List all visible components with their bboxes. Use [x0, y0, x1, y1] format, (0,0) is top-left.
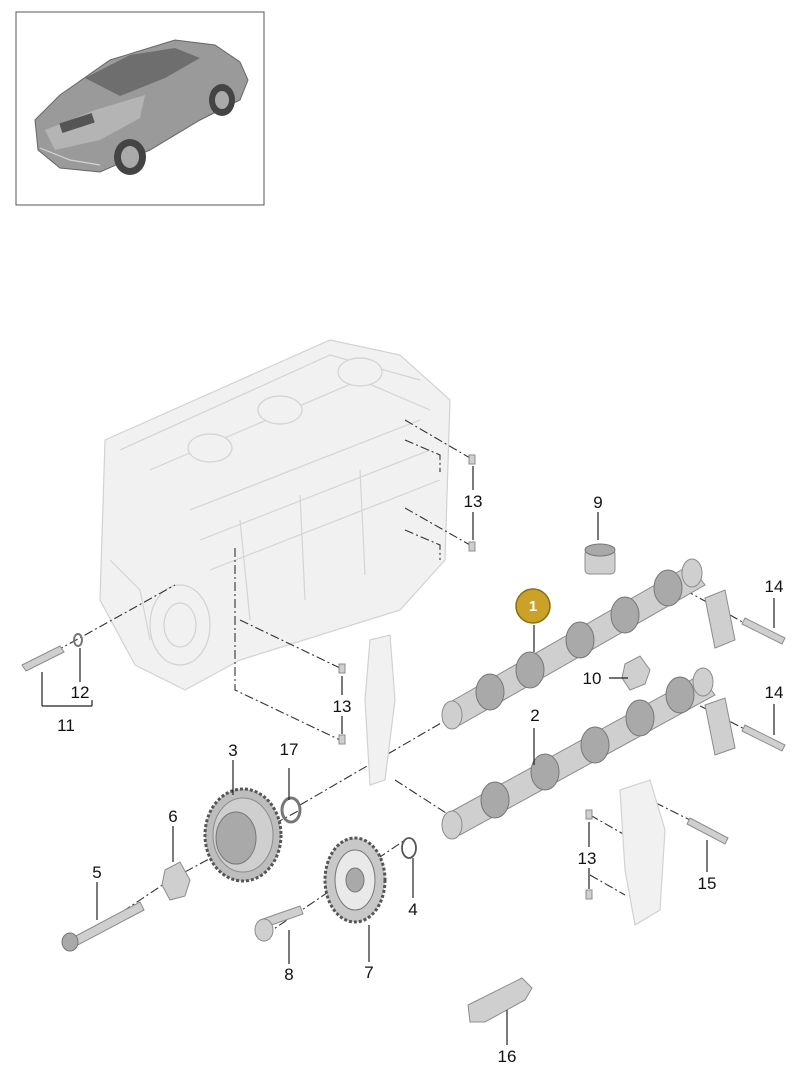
bearing-cap-14-upper[interactable] [704, 589, 736, 649]
callout-12[interactable]: 12 [71, 683, 90, 702]
tappet-9[interactable] [584, 543, 616, 575]
camshaft-adjuster-3[interactable] [203, 787, 283, 883]
callout-13-middle[interactable]: 13 [333, 697, 352, 716]
callout-8[interactable]: 8 [284, 965, 293, 984]
camshaft-1[interactable] [441, 558, 706, 730]
bolt-14-lower[interactable] [741, 724, 786, 752]
callout-1-text: 1 [529, 598, 537, 615]
callout-17[interactable]: 17 [280, 740, 299, 759]
callout-13-lower[interactable]: 13 [578, 849, 597, 868]
car-icon [34, 39, 249, 175]
guide-rail[interactable] [364, 634, 396, 786]
washer-6[interactable] [161, 861, 191, 901]
callout-1[interactable]: 1 [515, 588, 551, 624]
bracket-15[interactable] [619, 779, 666, 926]
callout-16[interactable]: 16 [498, 1047, 517, 1066]
callout-7[interactable]: 7 [364, 963, 373, 982]
element-10[interactable] [621, 655, 651, 691]
vehicle-thumbnail[interactable] [15, 11, 265, 206]
callout-14-upper[interactable]: 14 [765, 577, 784, 596]
callout-9[interactable]: 9 [593, 493, 602, 512]
sprocket-7[interactable] [323, 836, 387, 924]
seal-17[interactable] [280, 796, 302, 824]
camshaft-2[interactable] [441, 667, 716, 840]
callout-13-upper[interactable]: 13 [464, 492, 483, 511]
washer-12[interactable] [73, 633, 83, 647]
callout-4[interactable]: 4 [408, 900, 417, 919]
callout-3[interactable]: 3 [228, 741, 237, 760]
assembly-lines [39, 419, 776, 941]
callout-10[interactable]: 10 [583, 669, 602, 688]
bearing-cap-14-lower[interactable] [704, 697, 736, 756]
bolt-5[interactable] [61, 901, 145, 952]
callout-1-badge [515, 588, 551, 624]
callout-5[interactable]: 5 [92, 863, 101, 882]
tool-16[interactable] [467, 977, 533, 1023]
bolt-8[interactable] [254, 905, 304, 942]
o-ring-4[interactable] [401, 837, 417, 859]
leader-lines [41, 466, 775, 1045]
callout-15[interactable]: 15 [698, 874, 717, 893]
callout-11[interactable]: 11 [57, 716, 75, 735]
callout-6[interactable]: 6 [168, 807, 177, 826]
cylinder-head-ghost [99, 339, 451, 691]
bolt-11[interactable] [21, 645, 65, 672]
bolt-15[interactable] [686, 817, 729, 845]
callout-14-lower[interactable]: 14 [765, 683, 784, 702]
bolt-13-group[interactable] [338, 454, 593, 900]
callout-2[interactable]: 2 [530, 706, 539, 725]
bolt-14-upper[interactable] [741, 617, 786, 645]
